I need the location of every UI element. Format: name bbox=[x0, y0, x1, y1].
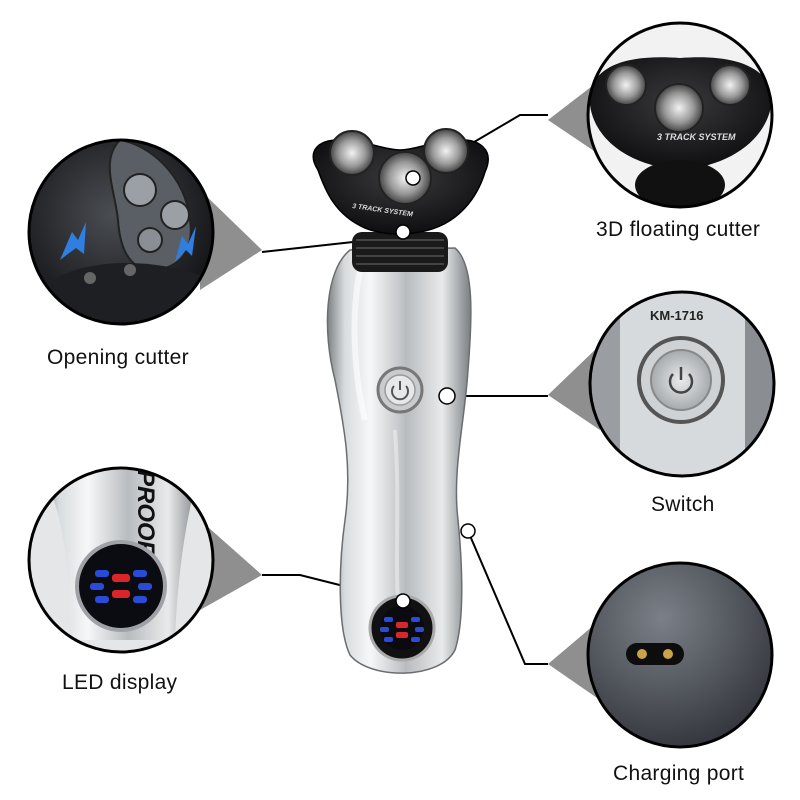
shaver: 3 TRACK SYSTEM bbox=[312, 128, 489, 674]
label-led-display: LED display bbox=[62, 671, 178, 694]
marker-led bbox=[395, 593, 411, 609]
label-opening-cutter: Opening cutter bbox=[47, 346, 189, 369]
callout-charging-port bbox=[586, 561, 774, 749]
grip-text: PROOF bbox=[132, 470, 159, 557]
marker-floating bbox=[405, 170, 421, 186]
marker-switch bbox=[438, 387, 456, 405]
power-icon-zoom bbox=[668, 373, 694, 394]
marker-opening bbox=[395, 224, 411, 240]
label-switch: Switch bbox=[651, 493, 715, 516]
cutter-right bbox=[423, 128, 469, 174]
callout-opening-cutter bbox=[27, 138, 215, 326]
cutter-left bbox=[329, 130, 375, 176]
callout-floating-cutter: 3 TRACK SYSTEM bbox=[586, 21, 774, 209]
callout-led-display: PROOF bbox=[27, 466, 215, 654]
led-segments bbox=[380, 617, 424, 642]
label-charging-port: Charging port bbox=[613, 762, 745, 785]
charging-socket bbox=[626, 643, 684, 665]
callout-wedge-port bbox=[548, 620, 600, 700]
shaver-body bbox=[326, 247, 472, 674]
leader-line-port bbox=[467, 530, 548, 665]
cutter-front bbox=[378, 151, 432, 205]
shaver-neck bbox=[352, 232, 448, 272]
callout-wedge-led bbox=[200, 520, 262, 610]
callout-wedge-top-right bbox=[548, 80, 600, 155]
marker-charging bbox=[460, 523, 476, 539]
power-icon bbox=[391, 385, 409, 401]
label-3d-floating-cutter: 3D floating cutter bbox=[596, 218, 761, 241]
svg-text:S: S bbox=[755, 450, 770, 475]
callout-wedge-opening bbox=[200, 190, 262, 290]
model-number: KM-1716 bbox=[650, 308, 703, 323]
callout-switch: KM-1716 S bbox=[588, 290, 776, 478]
head-print-zoom: 3 TRACK SYSTEM bbox=[657, 132, 736, 142]
callout-wedge-switch bbox=[548, 345, 600, 430]
